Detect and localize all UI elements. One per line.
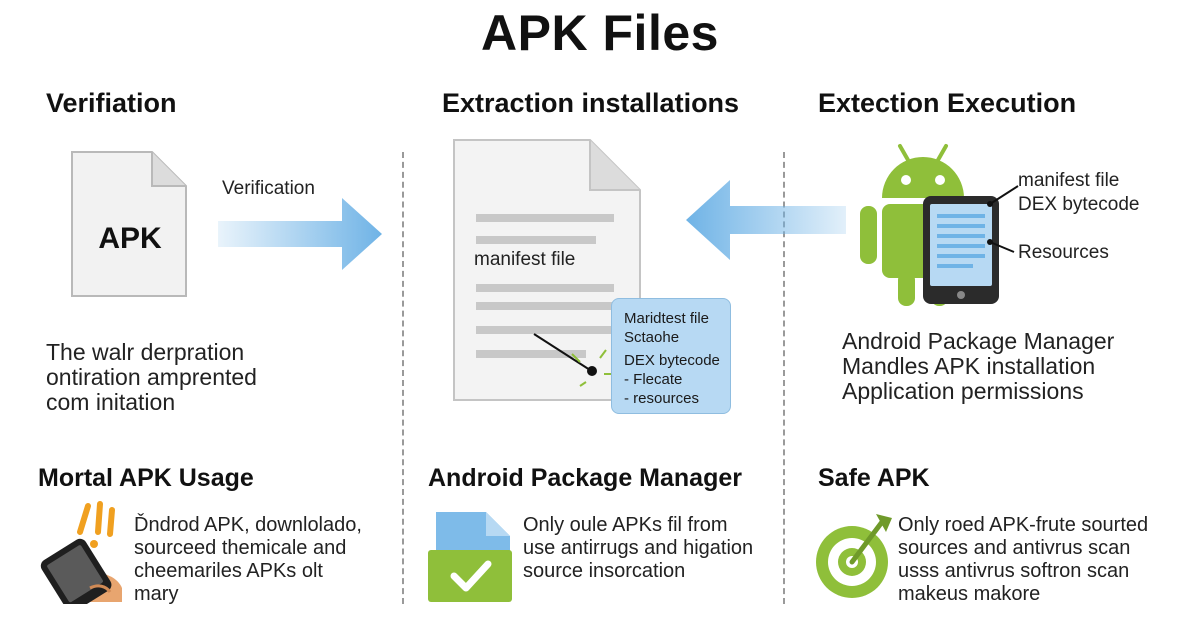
mortal-usage-line-2: sourceed themicale and [134,537,347,559]
page-title: APK Files [481,5,719,61]
phone-label-manifest: manifest file [1018,170,1120,191]
verification-desc-line-3: com initation [46,389,176,415]
right-arrow-icon [218,198,382,270]
left-arrow-icon [686,180,846,260]
safe-apk-heading: Safe APK [818,464,930,492]
safe-apk-line-2: sources and antivrus scan [898,537,1131,559]
verification-arrow-label: Verification [222,178,315,199]
callout-line-2: Sctaohe [624,329,680,346]
phone-pointers [987,185,1019,253]
manifest-callout: Maridtest file Sctaohe DEX bytecode - Fl… [611,298,731,414]
safe-apk-line-3: usss antivrus softron scan [898,560,1130,582]
mortal-usage-line-3: cheemariles APKs olt [134,560,323,582]
divider-right [783,152,785,604]
safe-apk-line-1: Only roed APK-frute sourted [898,514,1149,536]
package-manager-line-1: Only oule APKs fil from [523,514,728,536]
mortal-usage-line-4: mary [134,583,179,605]
apk-file-icon [71,151,187,297]
extraction-heading: Extraction installations [442,88,740,118]
verification-desc-line-2: ontiration amprented [46,364,257,390]
divider-left [402,152,404,604]
package-manager-line-3: source insorcation [523,560,686,582]
callout-line-1: Maridtest file [624,310,710,327]
hand-phone-icon [40,501,122,604]
phone-icon [923,196,999,304]
exclamation-icon [77,501,115,537]
document-manifest-label: manifest file [474,249,576,270]
package-manager-heading: Android Package Manager [428,464,742,492]
mortal-usage-line-1: Ďndrod APK, downlolado, [134,514,362,536]
callout-line-5: - resources [624,390,700,407]
document-icon [453,139,641,401]
package-manager-line-2: use antirrugs and higation [523,537,754,559]
execution-heading: Extection Execution [818,88,1077,118]
verification-heading: Verifiation [46,88,177,118]
callout-line-4: - Flecate [624,371,683,388]
execution-desc-line-3: Application permissions [842,378,1084,404]
verification-desc-line-1: The walr derpration [46,339,245,365]
apk-file-label: APK [98,222,162,255]
callout-line-3: DEX bytecode [624,352,720,369]
target-icon [816,514,892,598]
execution-desc-line-1: Android Package Manager [842,328,1115,354]
package-check-icon [428,512,512,602]
phone-label-resources: Resources [1018,242,1109,263]
callout-pointer [533,333,614,387]
execution-desc-line-2: Mandles APK installation [842,353,1096,379]
mortal-usage-heading: Mortal APK Usage [38,464,254,492]
safe-apk-line-4: makeus makore [898,583,1041,605]
phone-label-dex: DEX bytecode [1018,194,1140,215]
